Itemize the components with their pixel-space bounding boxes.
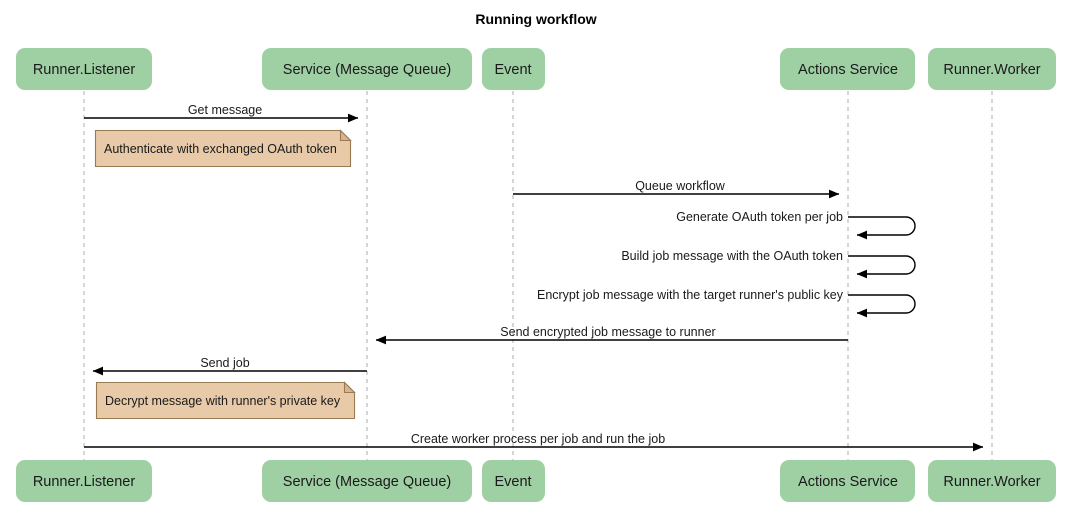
participant-box[interactable]: [16, 460, 152, 502]
message-label: Create worker process per job and run th…: [411, 432, 665, 446]
note-body: [94, 129, 352, 168]
participant-label: Actions Service: [798, 62, 898, 78]
participant-label: Actions Service: [798, 474, 898, 490]
message-generate-oauth-token: Generate OAuth token per job: [676, 210, 916, 240]
note-fold-corner: [339, 129, 352, 142]
message-label: Send job: [200, 356, 249, 370]
message-send-job: Send job: [92, 356, 367, 376]
participant-label: Event: [494, 474, 531, 490]
participant-box[interactable]: [928, 460, 1056, 502]
participant-box[interactable]: [780, 48, 915, 90]
participant-box[interactable]: [780, 460, 915, 502]
message-label: Send encrypted job message to runner: [500, 325, 715, 339]
note-text: Authenticate with exchanged OAuth token: [104, 142, 337, 156]
message-label: Get message: [188, 103, 262, 117]
message-label: Build job message with the OAuth token: [621, 249, 843, 263]
self-loop-arrow: [848, 216, 916, 240]
participant-label: Runner.Listener: [33, 62, 136, 78]
participant-label: Event: [494, 62, 531, 78]
participant-service-bottom[interactable]: Service (Message Queue): [262, 460, 472, 502]
participant-label: Runner.Listener: [33, 474, 136, 490]
participant-worker-bottom[interactable]: Runner.Worker: [928, 460, 1056, 502]
message-send-encrypted-job: Send encrypted job message to runner: [375, 325, 848, 345]
participant-box[interactable]: [16, 48, 152, 90]
message-label: Queue workflow: [635, 179, 726, 193]
note-body: [95, 381, 356, 420]
message-label: Encrypt job message with the target runn…: [537, 288, 844, 302]
note-decrypt: Decrypt message with runner's private ke…: [95, 381, 356, 420]
message-queue-workflow: Queue workflow: [513, 179, 840, 199]
participants-top: Runner.Listener Service (Message Queue) …: [16, 48, 1056, 90]
participant-box[interactable]: [482, 48, 545, 90]
participant-service-top[interactable]: Service (Message Queue): [262, 48, 472, 90]
participant-box[interactable]: [262, 48, 472, 90]
participant-label: Runner.Worker: [943, 62, 1040, 78]
message-label: Generate OAuth token per job: [676, 210, 843, 224]
message-encrypt-job-message: Encrypt job message with the target runn…: [537, 288, 916, 318]
note-authenticate: Authenticate with exchanged OAuth token: [94, 129, 352, 168]
message-get-message: Get message: [84, 103, 359, 123]
participant-label: Service (Message Queue): [283, 62, 451, 78]
note-text: Decrypt message with runner's private ke…: [105, 394, 341, 408]
participant-box[interactable]: [262, 460, 472, 502]
note-fold-corner: [343, 381, 356, 394]
participant-actions-bottom[interactable]: Actions Service: [780, 460, 915, 502]
participants-bottom: Runner.Listener Service (Message Queue) …: [16, 460, 1056, 502]
page-title: Running workflow: [475, 11, 596, 27]
participant-label: Runner.Worker: [943, 474, 1040, 490]
lifelines: [83, 91, 993, 460]
message-create-worker-process: Create worker process per job and run th…: [84, 432, 984, 452]
participant-listener-top[interactable]: Runner.Listener: [16, 48, 152, 90]
participant-listener-bottom[interactable]: Runner.Listener: [16, 460, 152, 502]
message-build-job-message: Build job message with the OAuth token: [621, 249, 916, 279]
participant-actions-top[interactable]: Actions Service: [780, 48, 915, 90]
participant-box[interactable]: [482, 460, 545, 502]
participant-event-bottom[interactable]: Event: [482, 460, 545, 502]
participant-label: Service (Message Queue): [283, 474, 451, 490]
self-loop-arrow: [848, 255, 916, 279]
participant-box[interactable]: [928, 48, 1056, 90]
participant-worker-top[interactable]: Runner.Worker: [928, 48, 1056, 90]
self-loop-arrow: [848, 294, 916, 318]
participant-event-top[interactable]: Event: [482, 48, 545, 90]
